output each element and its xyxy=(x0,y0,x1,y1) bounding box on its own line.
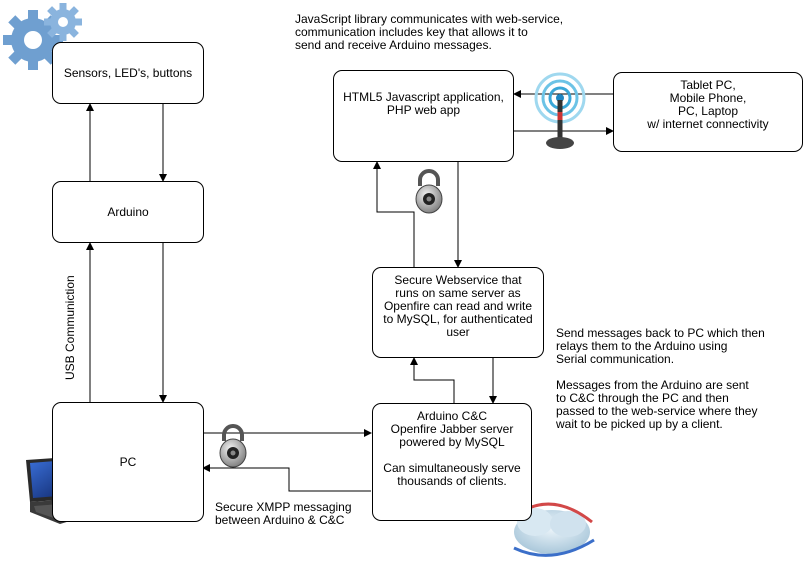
box-line: Arduino C&C xyxy=(416,409,488,423)
arrow-cnc-to-pc xyxy=(202,464,371,492)
box-line: w/ internet connectivity xyxy=(647,117,769,131)
box-line: PC, Laptop xyxy=(677,104,739,118)
sensors-box: Sensors, LED's, buttons xyxy=(52,42,204,104)
webservice-box: Secure Webservice that runs on same serv… xyxy=(372,267,544,358)
box-line: HTML5 Javascript application, xyxy=(343,90,504,104)
note-line: to C&C through the PC and then xyxy=(556,391,729,405)
note-line: passed to the web-service where they xyxy=(556,404,758,418)
box-line: Openfire can read and write xyxy=(383,299,533,313)
html5-app-box-text: HTML5 Javascript application, PHP web ap… xyxy=(343,91,504,117)
box-line: powered by MySQL xyxy=(399,435,505,449)
note-line: JavaScript library communicates with web… xyxy=(295,12,564,26)
arduino-box-text: Arduino xyxy=(107,204,149,219)
js-library-note: JavaScript library communicates with web… xyxy=(295,13,563,52)
padlock-icon xyxy=(415,169,443,214)
gears-icon xyxy=(3,3,82,70)
note-line: send and receive Arduino messages. xyxy=(295,38,492,52)
box-line: Openfire Jabber server xyxy=(390,422,514,436)
box-line: user xyxy=(446,325,470,339)
box-line: PC xyxy=(119,454,137,469)
arrow-webservice-to-html5 xyxy=(373,161,415,267)
box-line: Secure Webservice that xyxy=(394,273,522,287)
box-line: thousands of clients. xyxy=(397,474,507,488)
note-line: between Arduino & C&C xyxy=(215,513,345,527)
webservice-box-text: Secure Webservice that runs on same serv… xyxy=(383,274,532,339)
box-line: Tablet PC, xyxy=(680,78,736,92)
note-line: Messages from the Arduino are sent xyxy=(556,378,749,392)
note-line: wait to be picked up by a client. xyxy=(556,417,723,431)
devices-box: Tablet PC, Mobile Phone, PC, Laptop w/ i… xyxy=(613,72,803,152)
send-back-note: Send messages back to PC which then rela… xyxy=(556,327,765,431)
sensors-box-text: Sensors, LED's, buttons xyxy=(63,65,193,80)
box-line: PHP web app xyxy=(386,103,461,117)
cnc-server-box-text: Arduino C&C Openfire Jabber server power… xyxy=(383,410,520,488)
arrow-cnc-to-webservice xyxy=(410,357,455,403)
box-line: runs on same server as xyxy=(395,286,521,300)
html5-app-box: HTML5 Javascript application, PHP web ap… xyxy=(333,70,514,162)
box-line: Sensors, LED's, buttons xyxy=(63,65,193,80)
note-line: relays them to the Arduino using xyxy=(556,339,728,353)
box-line: Arduino xyxy=(107,204,149,219)
note-line: Send messages back to PC which then xyxy=(556,326,765,340)
devices-box-text: Tablet PC, Mobile Phone, PC, Laptop w/ i… xyxy=(647,79,768,131)
box-line: Can simultaneously serve xyxy=(383,461,521,475)
box-line: to MySQL, for authenticated xyxy=(383,312,533,326)
padlock-icon xyxy=(219,424,247,468)
note-line: communication includes key that allows i… xyxy=(295,25,528,39)
wireless-antenna-icon xyxy=(534,72,586,149)
server-cloud-icon xyxy=(513,502,595,557)
note-line: Secure XMPP messaging xyxy=(215,500,352,514)
box-line: Mobile Phone, xyxy=(669,91,747,105)
xmpp-note: Secure XMPP messaging between Arduino & … xyxy=(215,501,352,527)
pc-box-text: PC xyxy=(119,454,137,469)
cnc-server-box: Arduino C&C Openfire Jabber server power… xyxy=(372,403,532,521)
pc-box: PC xyxy=(52,402,204,522)
note-line: Serial communication. xyxy=(556,352,675,366)
usb-communication-label: USB Communiction xyxy=(63,275,77,380)
arduino-box: Arduino xyxy=(52,181,204,243)
